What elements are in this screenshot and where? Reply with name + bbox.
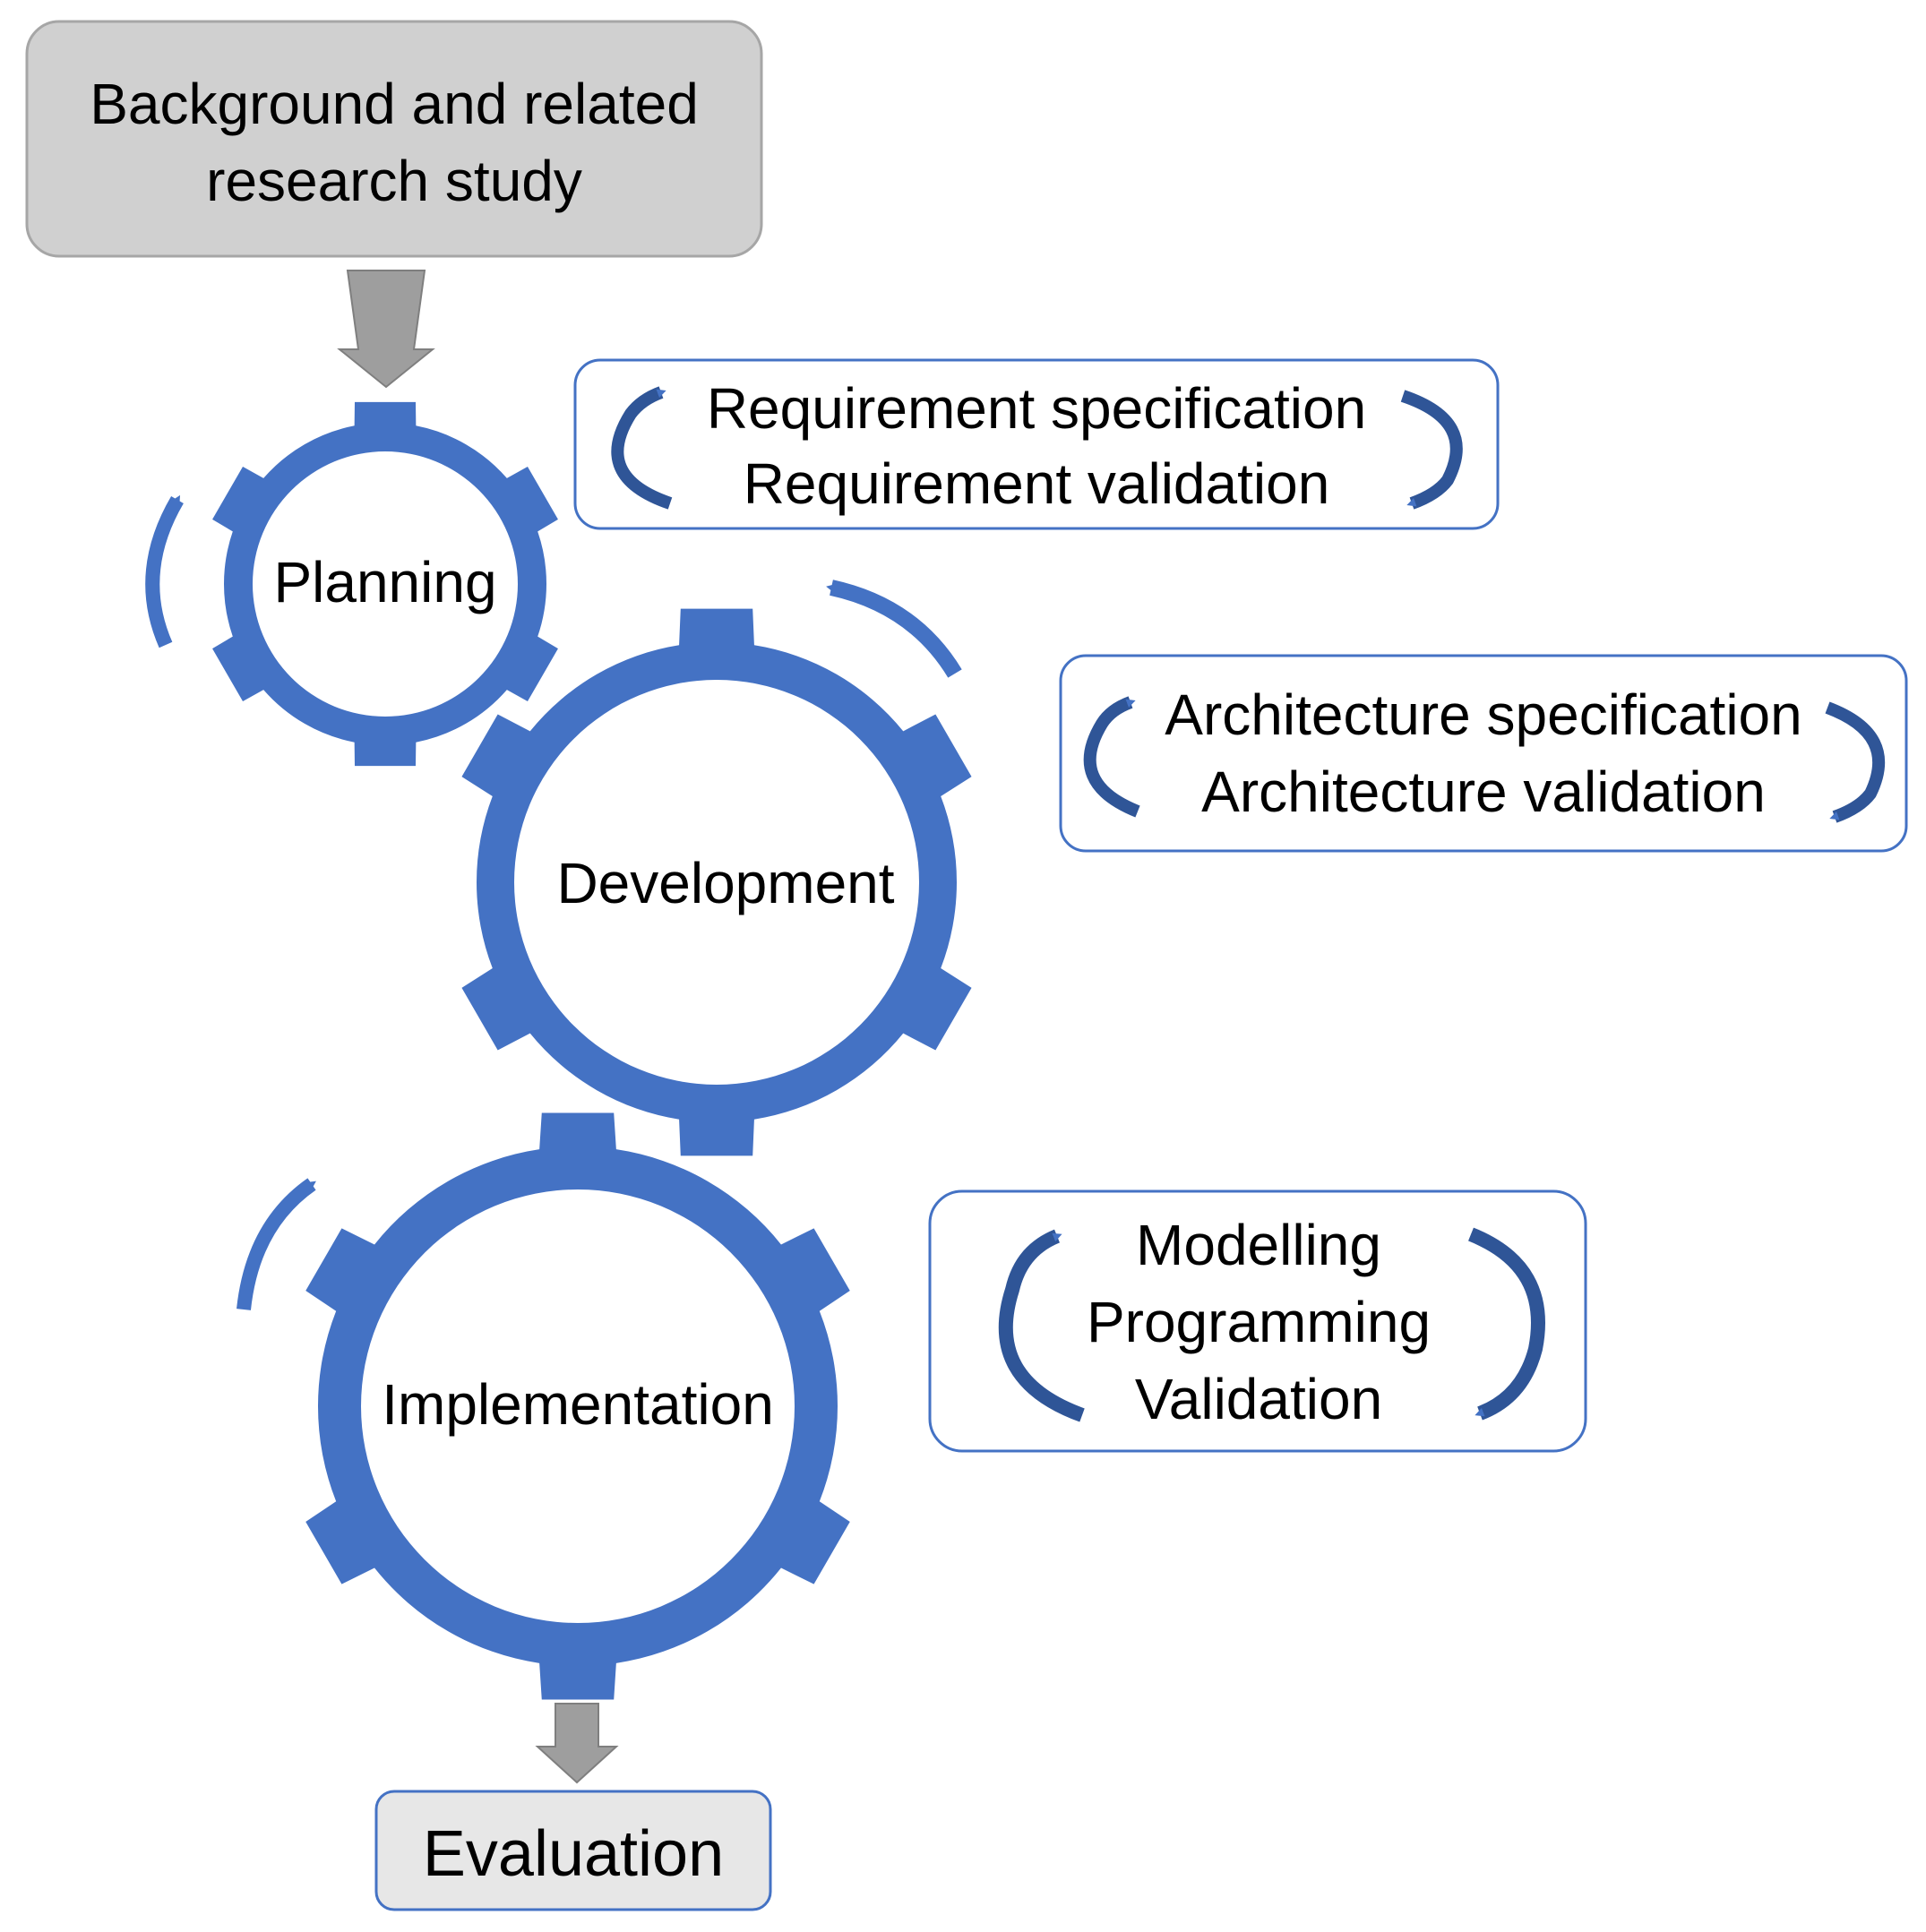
cycle-arrow-icon xyxy=(998,1229,1085,1422)
implementation-box-line2: Programming xyxy=(1087,1290,1431,1354)
down-arrow-icon xyxy=(337,270,435,389)
gear-implementation-label: Implementation xyxy=(382,1372,774,1437)
architecture-box-line2: Architecture validation xyxy=(1201,760,1766,824)
background-box-line2: research study xyxy=(206,149,582,213)
gear-development-label: Development xyxy=(556,851,894,915)
rotation-arrow-icon xyxy=(826,580,962,678)
evaluation-label: Evaluation xyxy=(423,1818,724,1890)
rotation-arrow-icon xyxy=(236,1178,316,1310)
background-box: Background and related research study xyxy=(25,20,763,258)
gear-development: Development xyxy=(461,608,972,1156)
implementation-box-line1: Modelling xyxy=(1136,1213,1381,1277)
cycle-arrow-icon xyxy=(1825,701,1885,823)
implementation-box-line3: Validation xyxy=(1135,1367,1382,1431)
cycle-arrow-icon xyxy=(1467,1227,1545,1421)
background-box-line1: Background and related xyxy=(90,72,699,136)
gear-planning-label: Planning xyxy=(273,550,496,614)
cycle-arrow-icon xyxy=(1400,390,1463,510)
gear-planning: Planning xyxy=(212,401,558,767)
cycle-arrow-icon xyxy=(611,386,673,510)
architecture-box-line1: Architecture specification xyxy=(1165,683,1801,747)
rotation-arrow-icon xyxy=(145,494,184,648)
requirement-box-line2: Requirement validation xyxy=(744,451,1330,516)
cycle-arrow-icon xyxy=(1083,696,1140,818)
requirement-box: Requirement specification Requirement va… xyxy=(573,358,1500,530)
gear-implementation: Implementation xyxy=(305,1112,850,1700)
evaluation-box: Evaluation xyxy=(374,1790,772,1911)
requirement-box-line1: Requirement specification xyxy=(707,376,1366,441)
implementation-box: Modelling Programming Validation xyxy=(928,1189,1587,1453)
down-arrow-icon xyxy=(535,1703,619,1784)
architecture-box: Architecture specification Architecture … xyxy=(1059,654,1908,853)
